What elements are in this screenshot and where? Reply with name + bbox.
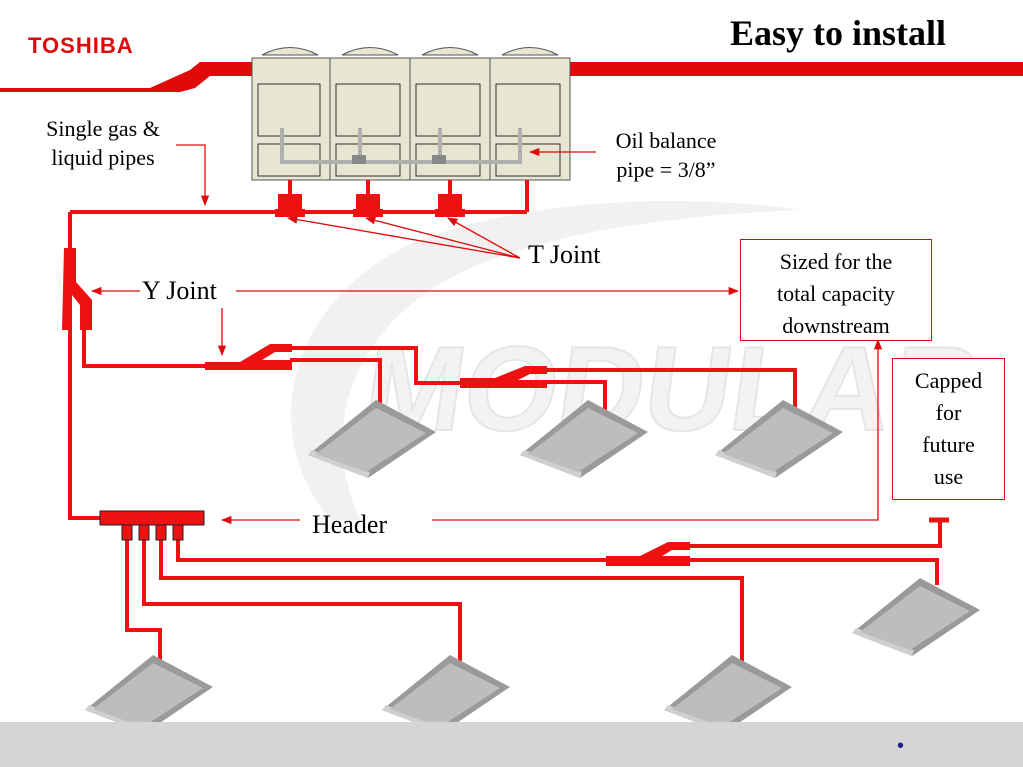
arrow-t-joint-1 (286, 215, 521, 259)
cassette-1 (308, 400, 436, 478)
label-line: pipe = 3/8” (616, 157, 716, 182)
footer-bar (0, 722, 1023, 767)
y-joint-vertical (62, 248, 92, 330)
page-title: Easy to install (730, 13, 947, 53)
oil-tee-1 (352, 155, 366, 164)
label-line: liquid pipes (51, 145, 155, 170)
callout-line: future (922, 432, 975, 457)
oil-tee-2 (432, 155, 446, 164)
y-joint-1 (205, 344, 292, 370)
label-header: Header (312, 510, 388, 539)
arrow-single-gas (176, 144, 210, 207)
arrow-t-joint-3 (447, 217, 521, 259)
callout-line: for (935, 400, 962, 425)
label-line: Single gas & (46, 116, 160, 141)
outdoor-unit-4 (489, 47, 571, 181)
callout-line: total capacity (777, 281, 895, 306)
cassette-4 (852, 578, 980, 656)
label-single-gas-liquid-pipes: Single gas & liquid pipes (28, 114, 178, 172)
y-joint-2 (460, 366, 547, 388)
toshiba-logo: TOSHIBA (28, 33, 134, 58)
callout-line: Capped (914, 368, 983, 393)
indoor-cassettes (85, 400, 980, 733)
t-joints (275, 194, 465, 217)
arrow-t-joint-2 (364, 216, 521, 259)
cassette-2 (520, 400, 648, 478)
watermark-text: MODULAR (356, 322, 988, 456)
outdoor-unit-3 (409, 47, 491, 181)
arrow-sized-to-header (432, 338, 883, 521)
label-y-joint: Y Joint (142, 276, 217, 305)
header-manifold (99, 510, 205, 541)
callout-capped-future-use: Capped for future use (892, 358, 1005, 500)
outdoor-unit-2 (329, 47, 411, 181)
callout-line: use (933, 464, 964, 489)
y-joint-3 (606, 542, 690, 566)
label-t-joint: T Joint (528, 240, 601, 269)
label-oil-balance-pipe: Oil balance pipe = 3/8” (596, 126, 736, 184)
piping (68, 180, 942, 665)
footer-bullet: • (897, 735, 905, 757)
label-line: Oil balance (615, 128, 717, 153)
callout-line: Sized for the (779, 249, 893, 274)
callout-sized-for-capacity: Sized for the total capacity downstream (740, 239, 932, 341)
annotation-arrows (90, 144, 883, 525)
callout-line: downstream (782, 313, 890, 338)
watermark-swoosh (291, 201, 800, 520)
cassette-3 (715, 400, 843, 478)
outdoor-units (251, 47, 571, 181)
